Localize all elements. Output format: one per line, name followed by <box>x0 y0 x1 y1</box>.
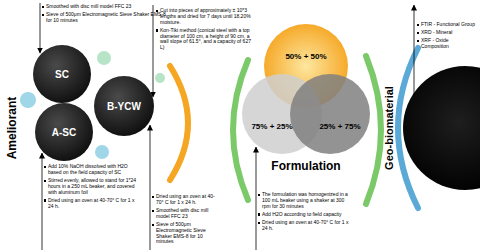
deco-dot <box>97 51 111 65</box>
leader-arrow <box>153 5 154 97</box>
process-step: Smoothed with disc mill model FFC 23 <box>156 208 216 220</box>
process-step: Dried using an oven at 40-70° C for 1 x … <box>48 198 140 210</box>
process-step: Stirred evenly, allowed to stand for 1*2… <box>48 178 140 195</box>
node-label: B-YCW <box>107 101 141 112</box>
process-step: Dried using an oven at 40-70° C for 1 x … <box>262 220 354 232</box>
sample-circle: SC <box>33 45 91 103</box>
node-label: A-SC <box>52 127 76 138</box>
process-step: Smoothed with disc mill model FFC 23 <box>46 4 168 10</box>
green-arc <box>366 56 381 204</box>
section-title: Geo-biomaterial <box>383 86 395 170</box>
process-step: Sieve of 500μm Electromagnetic Sieve Sha… <box>156 222 216 245</box>
circle-shape <box>290 74 370 154</box>
deco-dot <box>155 73 165 83</box>
leader-arrow <box>40 3 41 53</box>
leader-arrow <box>150 125 151 250</box>
process-note: Add 10% NaOH dissolved with H2O based on… <box>48 164 140 212</box>
process-step: The formulation was homogenized in a 100… <box>262 192 354 209</box>
circle-shape <box>33 45 91 103</box>
process-note: Dried using an oven at 40-70° C for 1 x … <box>156 194 216 248</box>
sample-circle: A-SC <box>35 103 93 161</box>
node-label: 50% + 50% <box>285 52 326 61</box>
process-note: Smoothed with disc mill model FFC 23 Siev… <box>46 4 168 26</box>
leader-arrow <box>42 153 43 250</box>
leader-arrow <box>256 147 257 250</box>
process-step: Dried using an oven at 40-70° C for 1 x … <box>156 194 216 206</box>
circle-outline <box>290 74 370 154</box>
process-step: FTIR - Functional Group <box>421 22 477 28</box>
node-label: 25% + 75% <box>319 122 360 131</box>
process-step: Kon-Tiki method (conical steel with a to… <box>160 28 252 51</box>
node-label: 75% + 25% <box>251 122 292 131</box>
process-step: Cut into pieces of approximately ± 10*3 … <box>160 8 252 25</box>
section-title: Ameliorant <box>5 97 19 160</box>
process-note: The formulation was homogenized in a 100… <box>262 192 354 234</box>
deco-dot <box>20 92 36 108</box>
orange-arc <box>170 66 188 180</box>
circle-shape <box>94 76 154 136</box>
section-title: Formulation <box>271 159 340 173</box>
product-circle <box>403 66 480 190</box>
sample-circle: B-YCW <box>94 76 154 136</box>
process-step: Add H2O according to field capacity <box>262 212 354 218</box>
process-step: XRD - Mineral <box>421 30 477 36</box>
process-note: Cut into pieces of approximately ± 10*3 … <box>160 8 252 53</box>
ratio-circle: 25% + 75% <box>290 74 370 154</box>
process-step: XRF - Oxide Composition <box>421 38 477 50</box>
process-step: Sieve of 500μm Electromagnetic Sieve Sha… <box>46 12 168 24</box>
circle-shape <box>35 103 93 161</box>
leader-arrow <box>414 5 415 95</box>
process-note: FTIR - Functional GroupXRD - MineralXRF … <box>421 22 477 52</box>
node-label: SC <box>55 69 69 80</box>
deco-dot <box>95 145 109 159</box>
process-step: Add 10% NaOH dissolved with H2O based on… <box>48 164 140 176</box>
